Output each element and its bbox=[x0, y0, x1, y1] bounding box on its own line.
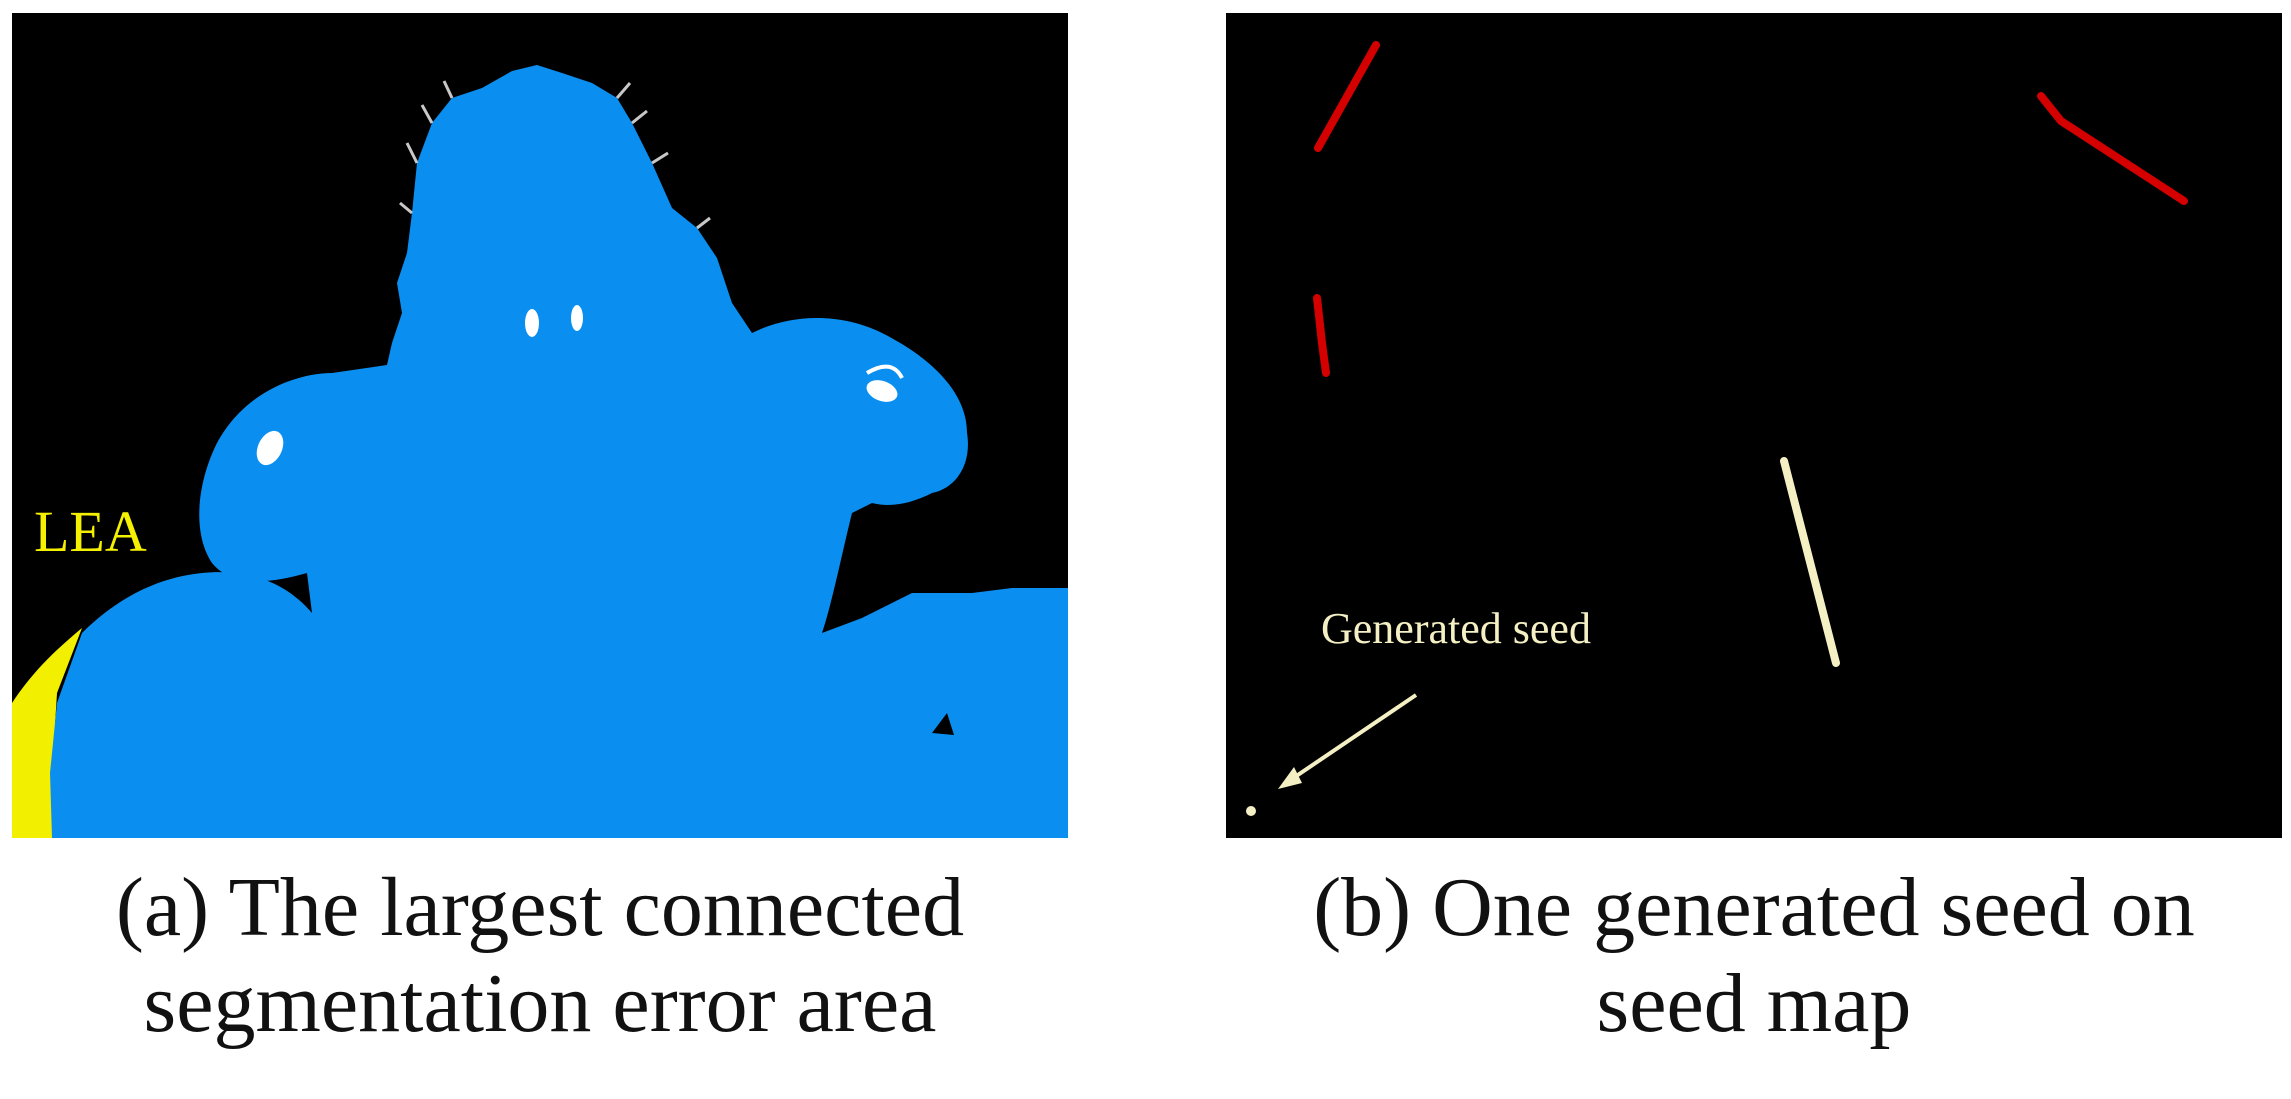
caption-a-line2: segmentation error area bbox=[143, 957, 937, 1050]
highlight bbox=[866, 380, 898, 402]
cream-seed-stroke bbox=[1780, 457, 1840, 667]
generated-seed-label: Generated seed bbox=[1321, 604, 1591, 653]
caption-b: (b) One generated seed on seed map bbox=[1226, 860, 2282, 1052]
highlight bbox=[525, 309, 539, 337]
seed-map-panel: Generated seed bbox=[1226, 13, 2282, 838]
segmentation-error-map: LEA bbox=[12, 65, 1068, 838]
notch bbox=[932, 713, 954, 735]
caption-a-line1: (a) The largest connected bbox=[115, 861, 965, 954]
red-seed-stroke bbox=[2037, 92, 2188, 205]
segmentation-error-panel: LEA bbox=[12, 13, 1068, 838]
highlight bbox=[865, 364, 904, 380]
error-region bbox=[50, 65, 1068, 838]
red-seed-stroke bbox=[1314, 41, 1380, 152]
arrow-head bbox=[1278, 767, 1302, 789]
highlight bbox=[256, 430, 284, 466]
red-seed-stroke bbox=[1313, 294, 1330, 377]
lea-region bbox=[12, 628, 82, 838]
generated-seed-dot bbox=[1246, 806, 1256, 816]
caption-a: (a) The largest connected segmentation e… bbox=[12, 860, 1068, 1052]
highlight bbox=[571, 305, 583, 331]
caption-b-line1: (b) One generated seed on bbox=[1313, 861, 2195, 954]
seed-map: Generated seed bbox=[1246, 41, 2188, 816]
fringe bbox=[399, 80, 711, 230]
lea-label: LEA bbox=[34, 499, 147, 564]
caption-b-line2: seed map bbox=[1596, 957, 1912, 1050]
annotation-arrow bbox=[1284, 693, 1418, 785]
